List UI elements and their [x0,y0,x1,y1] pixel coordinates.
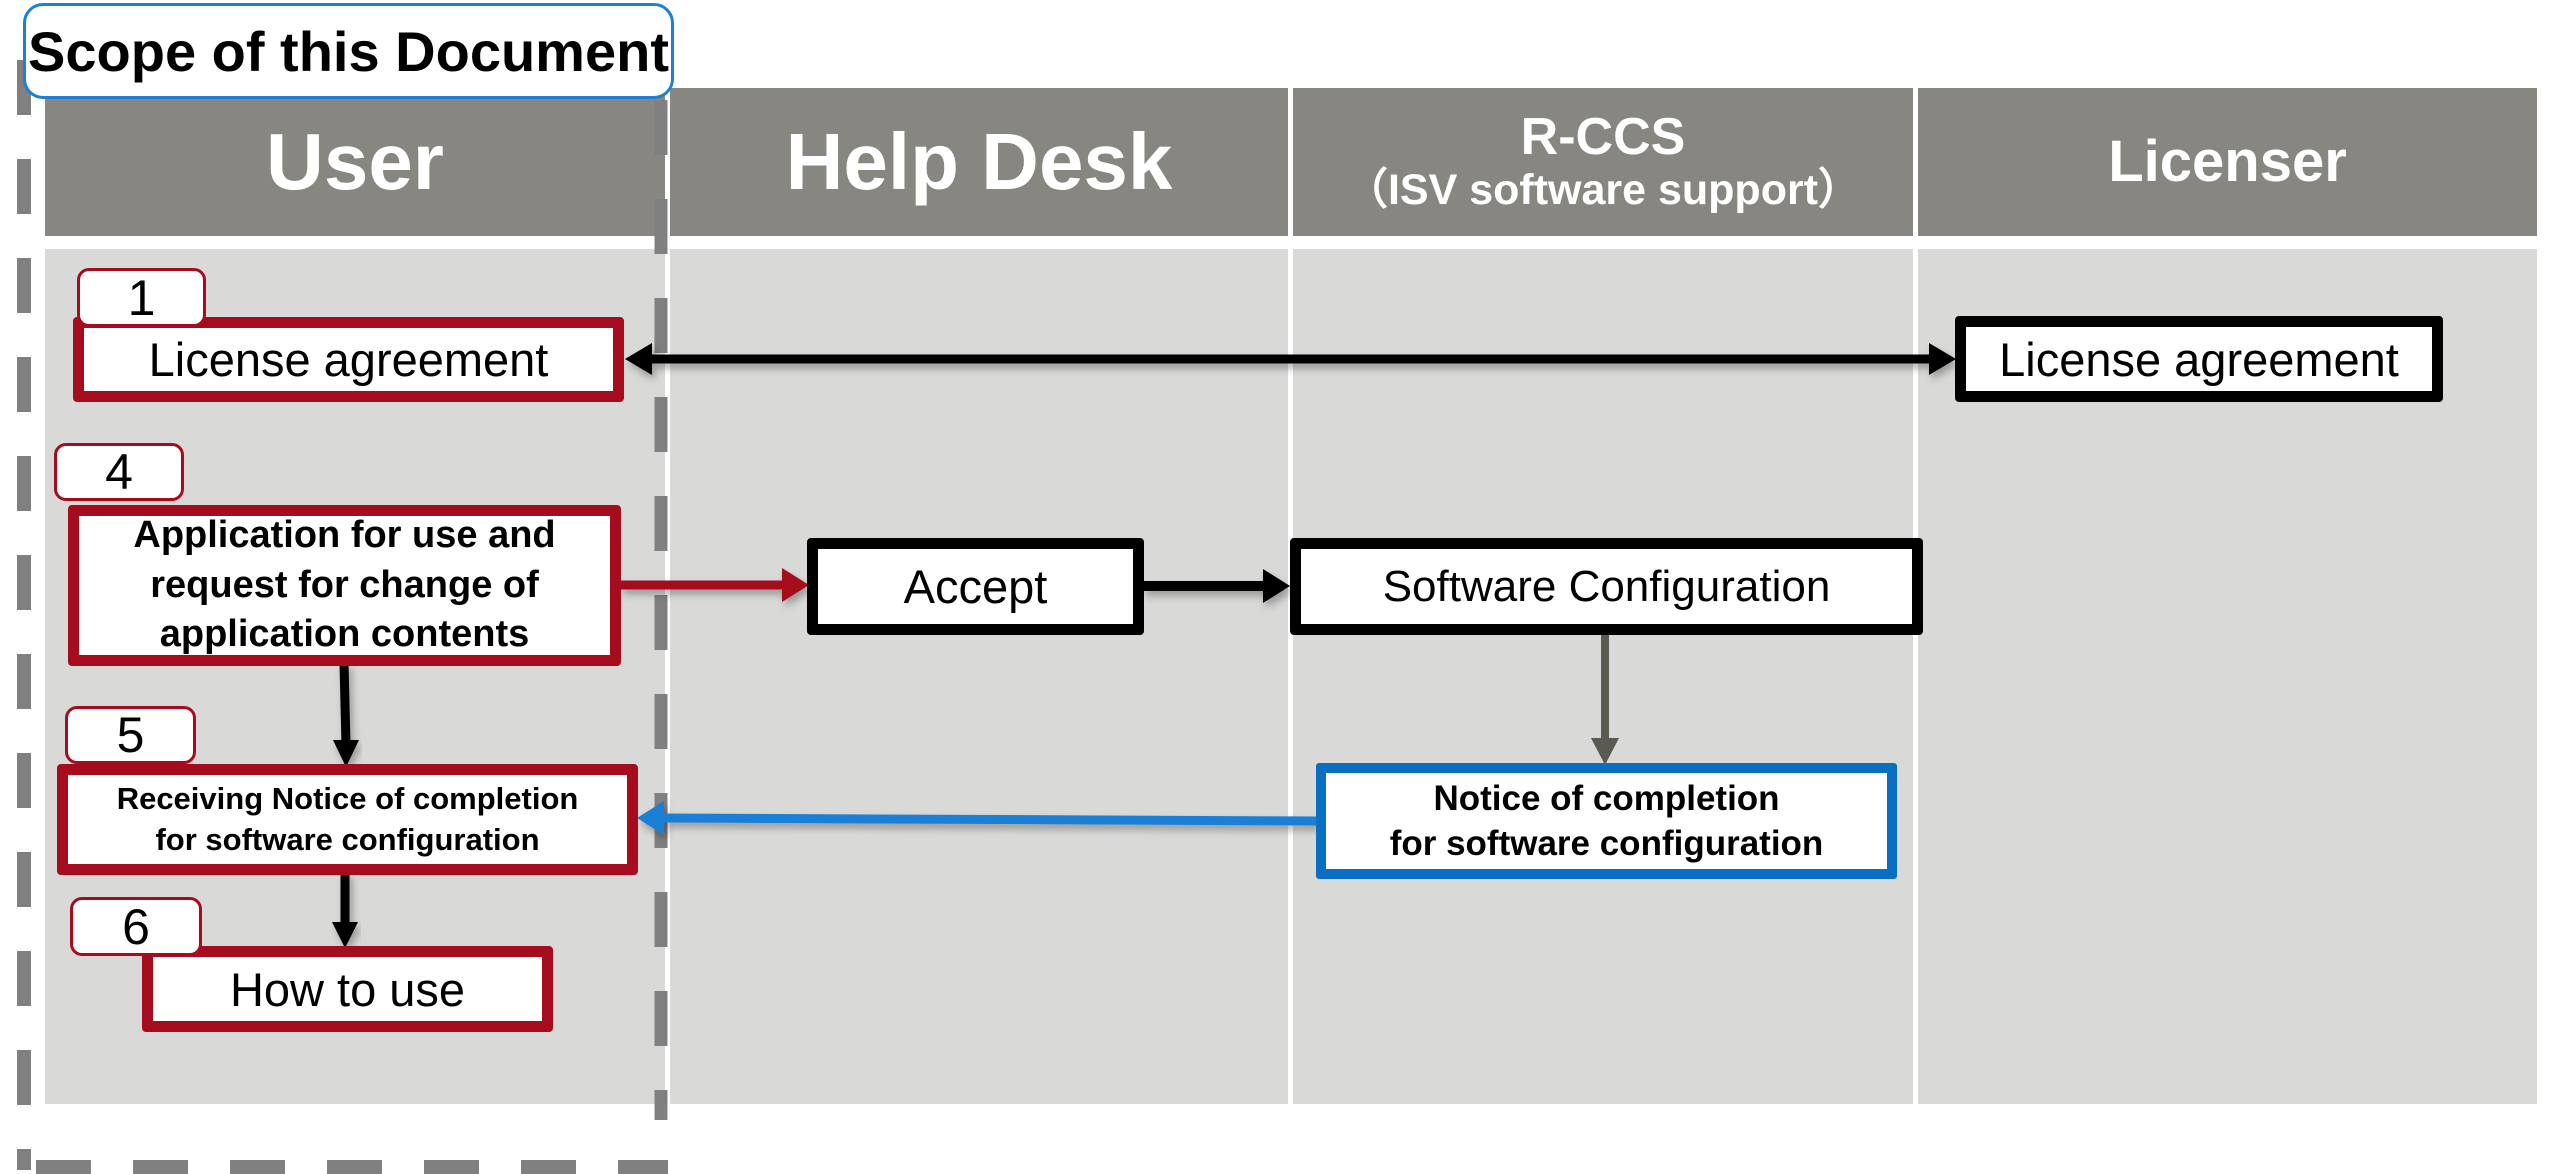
lane-header-rccs: R-CCS （ISV software support） [1293,88,1913,236]
lane-title: Help Desk [785,117,1173,206]
scope-label: Scope of this Document [23,3,674,99]
node-accept: Accept [807,538,1144,635]
step-application: Application for use and request for chan… [68,505,621,666]
node-label: License agreement [1999,332,2399,386]
arrow-accept-to-config [1143,569,1290,603]
arrow-application-to-receive [333,662,359,767]
step-number: 1 [127,269,156,326]
node-software-configuration: Software Configuration [1290,538,1923,635]
arrow-receive-to-howtouse [332,872,358,948]
node-license-agreement-licenser: License agreement [1955,316,2443,402]
step-number-badge-4: 4 [54,443,184,501]
arrow-license-bidirectional [625,343,1956,375]
step-number-badge-1: 1 [77,268,206,327]
step-how-to-use: How to use [142,946,553,1032]
lane-title: R-CCS [1520,107,1686,166]
step-number: 4 [105,444,133,500]
scope-label-text: Scope of this Document [28,19,669,83]
step-number-badge-6: 6 [70,897,202,956]
step-label-line: Receiving Notice of completion [116,781,579,817]
node-label: Software Configuration [1382,561,1831,611]
lane-header-licenser: Licenser [1918,88,2537,236]
step-label-line: request for change of [150,563,539,606]
step-number-badge-5: 5 [65,706,196,764]
arrow-notice-to-receive [637,801,1319,835]
lane-header-user: User [45,88,665,236]
lane-body-help-desk [670,249,1288,1104]
lane-title: Licenser [2108,129,2347,195]
scope-dashed-frame [17,60,668,1174]
node-label: Accept [903,560,1048,613]
node-label-line: for software configuration [1389,824,1824,863]
step-label-line: Application for use and [133,514,556,557]
lane-header-help-desk: Help Desk [670,88,1288,236]
lane-title: User [266,117,444,206]
arrow-application-to-accept [620,568,809,602]
node-label-line: Notice of completion [1433,778,1780,818]
step-number: 5 [116,707,145,763]
arrow-config-to-notice [1591,632,1619,765]
step-receive-notice: Receiving Notice of completion for softw… [57,764,638,875]
lane-subtitle: （ISV software support） [1344,165,1862,214]
node-notice-of-completion: Notice of completion for software config… [1316,763,1897,879]
step-license-agreement-user: License agreement [73,317,624,402]
step-label: How to use [229,962,466,1016]
step-label: License agreement [148,333,549,386]
step-label-line: application contents [159,613,530,656]
step-number: 6 [122,898,150,955]
step-label-line: for software configuration [155,821,540,857]
